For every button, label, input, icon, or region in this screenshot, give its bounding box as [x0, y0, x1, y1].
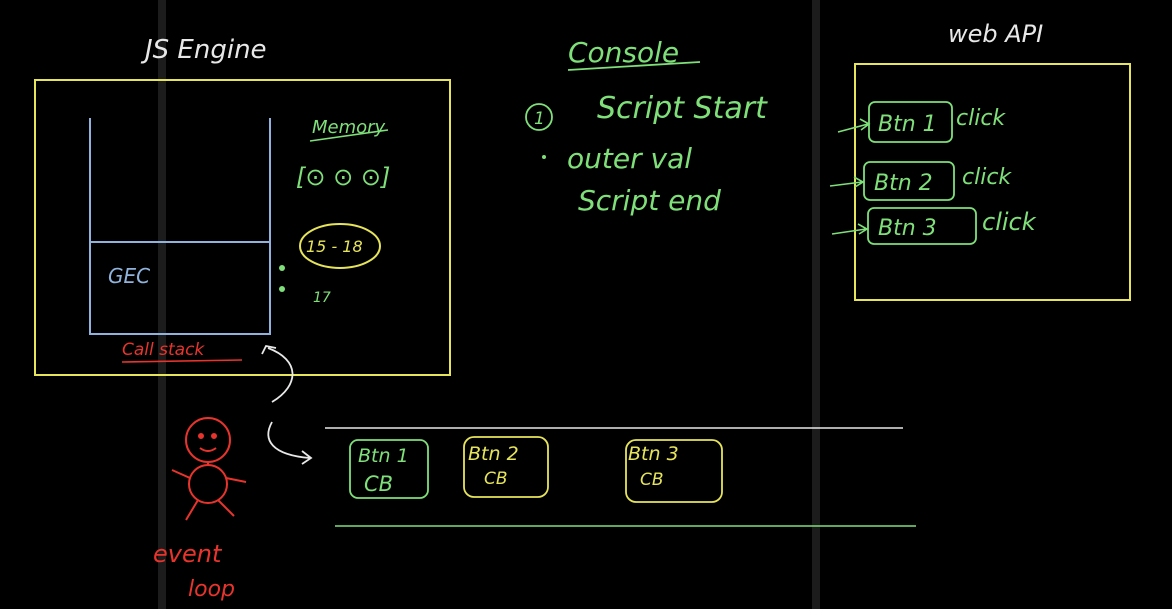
web-api-title: web API [948, 20, 1043, 48]
divider-line [158, 0, 166, 609]
web-api-event-label: click [962, 165, 1012, 190]
bullet-dot [542, 155, 546, 159]
queue-item-label: Btn 3 [628, 443, 679, 465]
web-api-box [854, 63, 1131, 301]
gec-label: GEC [108, 264, 150, 288]
queue-item-label: Btn 2 [468, 443, 519, 465]
web-api-button-3 [867, 207, 977, 245]
event-loop-arrow [261, 344, 294, 403]
bullet-dot [279, 286, 285, 292]
queue-item-cb: CB [364, 472, 393, 496]
web-api-button-label: Btn 1 [878, 112, 937, 137]
arrow-right-icon [829, 176, 865, 188]
engine-title: JS Engine [140, 35, 267, 65]
web-api-button-label: Btn 3 [878, 216, 937, 241]
scope-note: 17 [313, 290, 331, 306]
memory-items: [⊙ ⊙ ⊙] [296, 163, 390, 191]
queue-item-2 [463, 436, 549, 498]
console-number: 1 [534, 109, 545, 129]
person-icon [171, 417, 247, 521]
memory-underline [309, 129, 389, 142]
queue-item-cb: CB [484, 469, 508, 489]
console-line-1: Script Start [597, 91, 768, 126]
event-loop-label-1: event [153, 540, 223, 568]
arrow-right-icon [831, 223, 869, 235]
queue-item-3 [625, 439, 723, 503]
call-stack-container [89, 118, 271, 335]
console-number-circle [525, 103, 553, 131]
divider-line [812, 0, 820, 609]
web-api-button-label: Btn 2 [874, 171, 933, 196]
event-loop-arrow [267, 421, 313, 465]
call-stack-underline [121, 359, 243, 363]
call-stack-label: Call stack [122, 340, 205, 360]
console-line-2: outer val [567, 142, 692, 175]
web-api-button-2 [863, 161, 955, 201]
web-api-event-label: click [982, 208, 1037, 236]
scope-circle [299, 223, 381, 269]
queue-item-label: Btn 1 [358, 445, 409, 467]
engine-box [34, 79, 451, 376]
console-line-3: Script end [578, 184, 721, 217]
queue-item-cb: CB [640, 470, 664, 490]
queue-item-1 [349, 439, 429, 499]
web-api-button-1 [868, 101, 953, 143]
web-api-event-label: click [956, 106, 1006, 131]
console-underline [567, 61, 701, 71]
bullet-dot [279, 265, 285, 271]
scope-label: 15 - 18 [306, 237, 363, 256]
event-loop-label-2: loop [188, 577, 235, 602]
